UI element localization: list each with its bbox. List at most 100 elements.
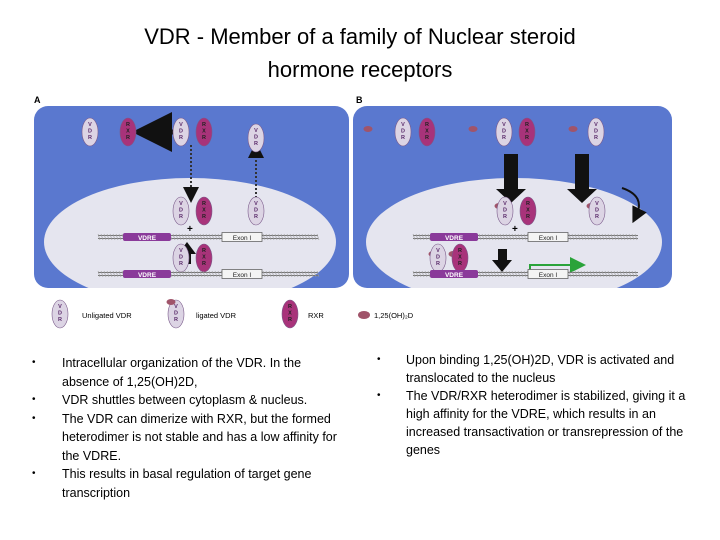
plus-sign-b: + bbox=[512, 224, 518, 235]
vdre-element: VDRE bbox=[123, 233, 171, 242]
receptor-letter: V bbox=[502, 122, 506, 128]
receptor-letter: R bbox=[202, 201, 206, 207]
receptor-letter: R bbox=[503, 214, 507, 220]
receptor-letter: R bbox=[179, 261, 183, 267]
vdre-label: VDRE bbox=[138, 235, 157, 242]
receptor-letter: R bbox=[174, 317, 178, 323]
receptor-letter: R bbox=[126, 122, 130, 128]
receptor-letter: V bbox=[179, 201, 183, 207]
vdr-receptor: VDR bbox=[587, 117, 605, 147]
receptor-letter: X bbox=[202, 129, 206, 135]
receptor-letter: R bbox=[202, 248, 206, 254]
left-bullet-3: •The VDR can dimerize with RXR, but the … bbox=[32, 411, 337, 463]
receptor-letter: R bbox=[526, 201, 530, 207]
left-bullet-list: •Intracellular organization of the VDR. … bbox=[32, 354, 342, 502]
vdr-receptor: VDR bbox=[495, 117, 513, 147]
legend-rxr-icon: RXR bbox=[281, 299, 299, 329]
receptor-letter: D bbox=[401, 129, 405, 135]
ligand-molecule bbox=[568, 126, 578, 132]
arrow-translocate-1 bbox=[504, 154, 518, 190]
receptor-letter: V bbox=[254, 128, 258, 134]
receptor-letter: R bbox=[502, 135, 506, 141]
receptor-letter: R bbox=[202, 135, 206, 141]
receptor-letter: X bbox=[202, 208, 206, 214]
receptor-letter: X bbox=[202, 255, 206, 261]
slide-title: VDR - Member of a family of Nuclear ster… bbox=[60, 20, 660, 86]
vdr-receptor: VDR bbox=[588, 196, 606, 226]
vdre-label: VDRE bbox=[138, 272, 157, 279]
receptor-letter: X bbox=[458, 255, 462, 261]
receptor-letter: D bbox=[174, 311, 178, 317]
receptor-letter: D bbox=[594, 129, 598, 135]
receptor-letter: D bbox=[58, 311, 62, 317]
rxr-receptor: RXR bbox=[518, 117, 536, 147]
legend-ligand: 1,25(OH)₂D bbox=[374, 311, 414, 320]
legend-rxr: RXR bbox=[308, 311, 324, 320]
plus-sign-a: + bbox=[187, 224, 193, 235]
receptor-letter: V bbox=[401, 122, 405, 128]
receptor-letter: R bbox=[425, 122, 429, 128]
receptor-letter: R bbox=[526, 214, 530, 220]
receptor-letter: V bbox=[88, 122, 92, 128]
rxr-receptor: RXR bbox=[519, 196, 537, 226]
left-bullet-4: •This results in basal regulation of tar… bbox=[32, 467, 312, 500]
receptor-letter: R bbox=[202, 214, 206, 220]
receptor-letter: V bbox=[595, 201, 599, 207]
receptor-letter: V bbox=[179, 122, 183, 128]
receptor-letter: R bbox=[595, 214, 599, 220]
legend-ligated-vdr: ligated VDR bbox=[196, 311, 237, 320]
panel-a-nucleus bbox=[44, 178, 336, 306]
left-bullet-2: •VDR shuttles between cytoplasm & nucleu… bbox=[32, 391, 342, 410]
receptor-letter: X bbox=[288, 311, 292, 317]
receptor-letter: R bbox=[436, 261, 440, 267]
exon-box: Exon I bbox=[527, 232, 569, 242]
receptor-letter: R bbox=[425, 135, 429, 141]
rxr-receptor: RXR bbox=[451, 243, 469, 273]
vdre-label: VDRE bbox=[445, 235, 464, 242]
vdr-receptor: VDR bbox=[394, 117, 412, 147]
receptor-letter: R bbox=[525, 122, 529, 128]
arrow-translocate-2 bbox=[575, 154, 589, 190]
arrow-binding-b bbox=[498, 249, 507, 263]
receptor-letter: R bbox=[525, 135, 529, 141]
receptor-letter: R bbox=[202, 261, 206, 267]
rxr-receptor: RXR bbox=[195, 243, 213, 273]
bullet-marker: • bbox=[377, 354, 381, 365]
vdr-receptor: VDR bbox=[496, 196, 514, 226]
receptor-letter: D bbox=[88, 129, 92, 135]
receptor-letter: R bbox=[288, 317, 292, 323]
receptor-letter: D bbox=[503, 208, 507, 214]
receptor-letter: V bbox=[254, 201, 258, 207]
receptor-letter: V bbox=[58, 304, 62, 310]
title-line-1: VDR - Member of a family of Nuclear ster… bbox=[144, 24, 576, 49]
vdr-receptor: VDR bbox=[172, 243, 190, 273]
receptor-letter: R bbox=[458, 248, 462, 254]
receptor-letter: D bbox=[595, 208, 599, 214]
vdr-receptor: VDR bbox=[247, 196, 265, 226]
vdre-label: VDRE bbox=[445, 272, 464, 279]
vdr-receptor: VDR bbox=[172, 117, 190, 147]
right-bullet-list: •Upon binding 1,25(OH)2D, VDR is activat… bbox=[377, 351, 697, 459]
receptor-letter: D bbox=[254, 208, 258, 214]
vdre-element: VDRE bbox=[123, 270, 171, 279]
receptor-letter: X bbox=[425, 129, 429, 135]
exon-label: Exon I bbox=[539, 235, 558, 242]
legend-ligated-vdr-icon: VDR bbox=[167, 299, 185, 329]
receptor-letter: D bbox=[179, 208, 183, 214]
receptor-letter: V bbox=[436, 248, 440, 254]
rxr-receptor: RXR bbox=[195, 117, 213, 147]
receptor-letter: X bbox=[525, 129, 529, 135]
receptor-letter: D bbox=[179, 129, 183, 135]
receptor-letter: X bbox=[126, 129, 130, 135]
receptor-letter: D bbox=[179, 255, 183, 261]
receptor-letter: R bbox=[288, 304, 292, 310]
ligand-molecule bbox=[468, 126, 478, 132]
vdr-receptor: VDR bbox=[172, 196, 190, 226]
legend-vdr-icon: VDR bbox=[51, 299, 69, 329]
receptor-letter: R bbox=[458, 261, 462, 267]
receptor-letter: R bbox=[126, 135, 130, 141]
legend-unligated-vdr: Unligated VDR bbox=[82, 311, 132, 320]
rxr-receptor: RXR bbox=[195, 196, 213, 226]
